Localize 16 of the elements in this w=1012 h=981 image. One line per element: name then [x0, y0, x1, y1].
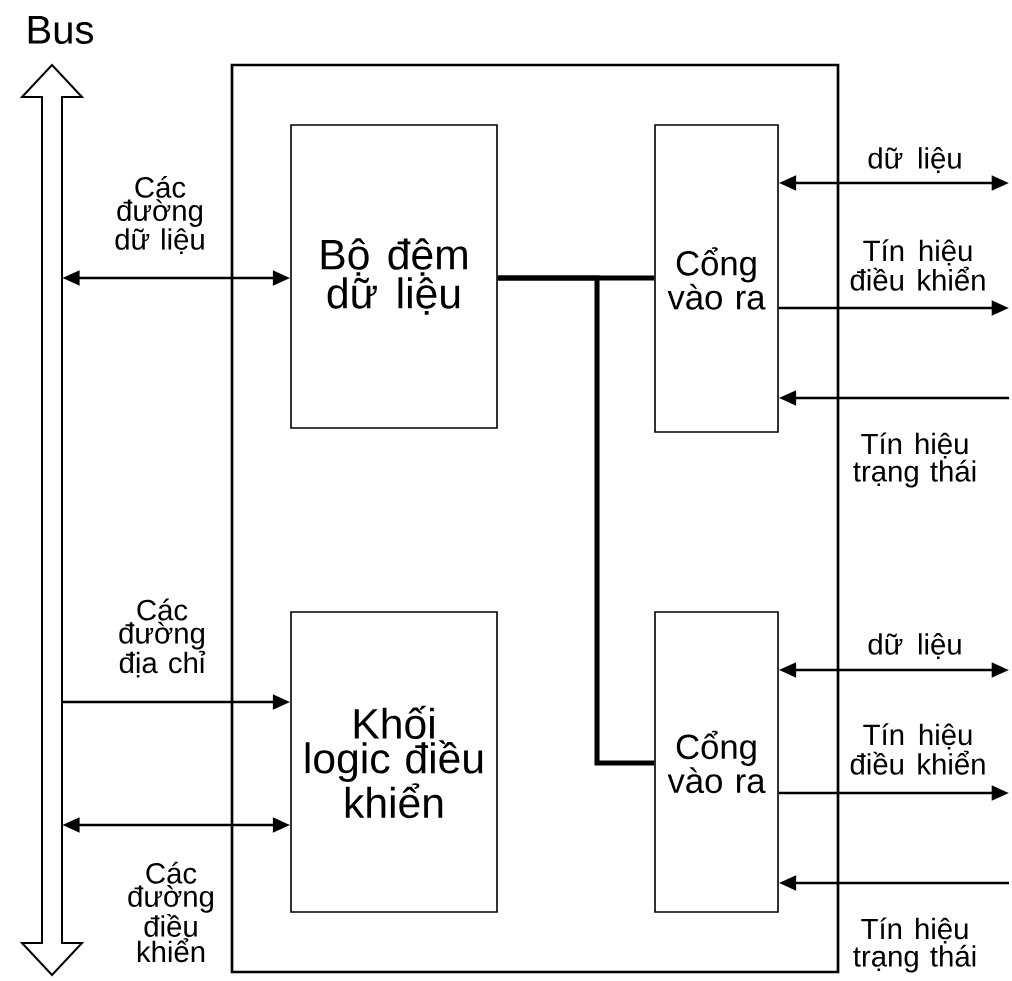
edge-label: Tín hiệu trạng thái: [853, 917, 976, 973]
edge-label: dữ liệu: [868, 633, 961, 659]
edge-label: Tín hiệu điều khiển: [850, 723, 985, 775]
edge-label: Các đường điều khiển: [128, 861, 213, 963]
process-box: Bộ đệm dữ liệu: [290, 124, 498, 429]
edge-label: Tín hiệu điều khiển: [850, 239, 985, 291]
process-box: Cổng vào ra: [654, 124, 779, 433]
edge-label: Các đường địa chỉ: [119, 598, 206, 678]
edge-label: Tín hiệu trạng thái: [853, 432, 976, 488]
edge-label: dữ liệu: [868, 147, 961, 173]
bus-label: Bus: [28, 16, 93, 44]
process-box: Cổng vào ra: [654, 611, 779, 913]
outer-box: [230, 63, 840, 974]
connector-line: [497, 275, 655, 766]
process-box: Khối logic điều khiển: [290, 611, 498, 913]
edge-label: Các đường dữ liệu: [115, 175, 204, 254]
